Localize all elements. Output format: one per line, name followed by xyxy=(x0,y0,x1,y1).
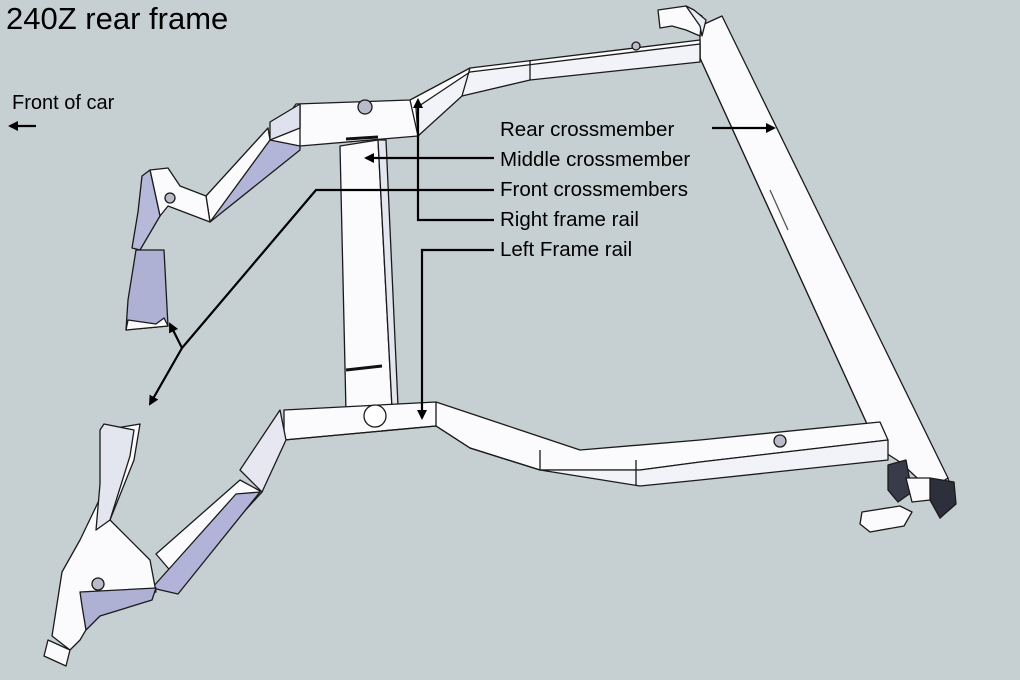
diagram-title: 240Z rear frame xyxy=(6,1,229,36)
right-frame-rail-arrow xyxy=(413,98,494,222)
left-frame-rail xyxy=(43,401,889,667)
middle-crossmember xyxy=(339,135,399,413)
front-crossmembers-label: Front crossmembers xyxy=(500,178,688,201)
rear-crossmember xyxy=(657,5,957,533)
left-frame-rail-arrow xyxy=(417,248,494,420)
front-crossmember-arrow-up xyxy=(169,322,183,349)
callout-arrows xyxy=(8,98,776,420)
middle-crossmember-label: Middle crossmember xyxy=(500,148,691,171)
front-of-car-label: Front of car xyxy=(12,92,115,114)
front-crossmembers-leader xyxy=(181,188,494,349)
right-frame-rail-label: Right frame rail xyxy=(500,208,639,231)
rear-crossmember-label: Rear crossmember xyxy=(500,118,675,141)
right-frame-rail xyxy=(125,39,701,331)
front-crossmember-arrow-down xyxy=(149,347,183,406)
left-frame-rail-label: Left Frame rail xyxy=(500,238,633,261)
